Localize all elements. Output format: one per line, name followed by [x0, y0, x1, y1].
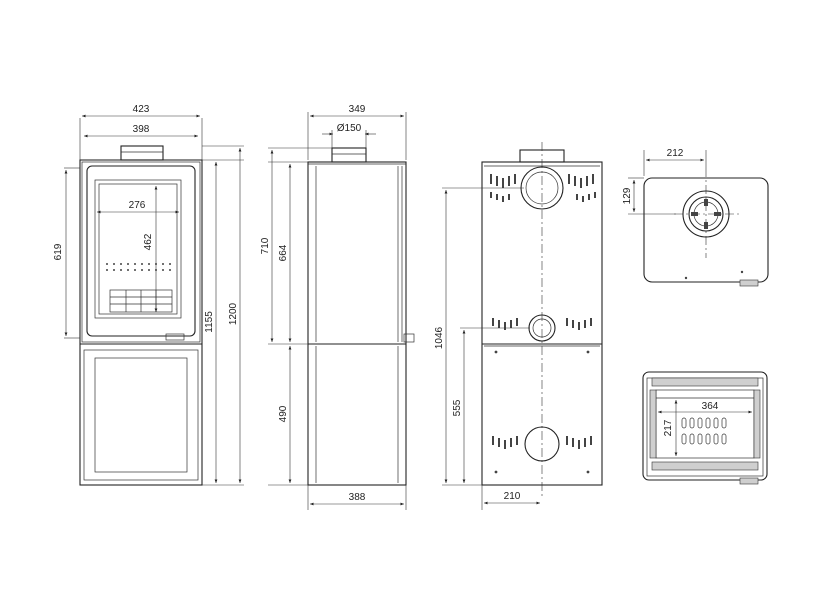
- side-flue-collar: [331, 147, 367, 163]
- front-window: [94, 179, 182, 319]
- rear-view: [481, 142, 603, 496]
- dim-height-1155: 1155: [204, 311, 215, 333]
- dim-side-base-depth: 388: [349, 492, 366, 503]
- dim-rear-555: 555: [452, 399, 463, 416]
- dim-top-212: 212: [667, 148, 684, 159]
- dim-firebox-height: 619: [53, 243, 64, 260]
- dim-top-129: 129: [622, 187, 633, 204]
- rear-bottom-outlet: [524, 426, 560, 462]
- plan-section: [642, 371, 768, 485]
- front-flue-collar: [120, 145, 164, 161]
- dim-plan-364: 364: [702, 401, 719, 412]
- rear-middle-outlet: [528, 314, 556, 342]
- dim-side-depth: 349: [349, 104, 366, 115]
- dim-rear-210: 210: [504, 491, 521, 502]
- rear-top-vents: [490, 174, 596, 202]
- top-flue-outlet: [682, 190, 730, 238]
- dim-plan-217: 217: [663, 419, 674, 436]
- top-rear-tab: [739, 279, 759, 287]
- front-grate: [109, 289, 173, 313]
- dim-window-height: 462: [143, 233, 154, 250]
- plan-rear-tab: [739, 477, 759, 485]
- rear-middle-vents: [492, 318, 592, 330]
- side-view: [307, 147, 415, 486]
- dim-front-outer-width: 423: [133, 104, 150, 115]
- top-view: [643, 168, 769, 287]
- top-body-outline: [643, 177, 769, 283]
- rear-dimensions: 1046 555 210: [434, 187, 540, 510]
- front-door-handle: [165, 333, 185, 341]
- dim-front-inner-width: 398: [133, 124, 150, 135]
- plan-dimensions: 364 217: [658, 400, 752, 456]
- side-handle: [403, 333, 415, 343]
- top-dimensions: 212 129: [622, 148, 707, 215]
- dim-height-1200: 1200: [228, 302, 239, 325]
- dim-window-width: 276: [129, 200, 146, 211]
- dim-rear-1046: 1046: [434, 326, 445, 349]
- front-storage-door: [83, 349, 199, 481]
- dim-flue-diameter: Ø150: [337, 123, 362, 134]
- front-air-holes: [106, 263, 171, 271]
- front-dimensions: 423 398 276 462 619 1155 1200: [53, 104, 244, 486]
- side-dimensions: 349 Ø150 710 664 490 388: [260, 104, 407, 510]
- front-view: [79, 145, 203, 486]
- plan-top-band: [651, 377, 759, 387]
- rear-bottom-vents: [492, 436, 592, 449]
- dim-side-490: 490: [278, 405, 289, 422]
- front-door: [86, 165, 196, 337]
- plan-outline: [642, 371, 768, 481]
- plan-grate-slots: [681, 417, 727, 445]
- dim-side-710: 710: [260, 237, 271, 254]
- dim-side-664: 664: [278, 244, 289, 261]
- plan-bottom-band: [651, 461, 759, 471]
- side-body-outline: [307, 161, 407, 486]
